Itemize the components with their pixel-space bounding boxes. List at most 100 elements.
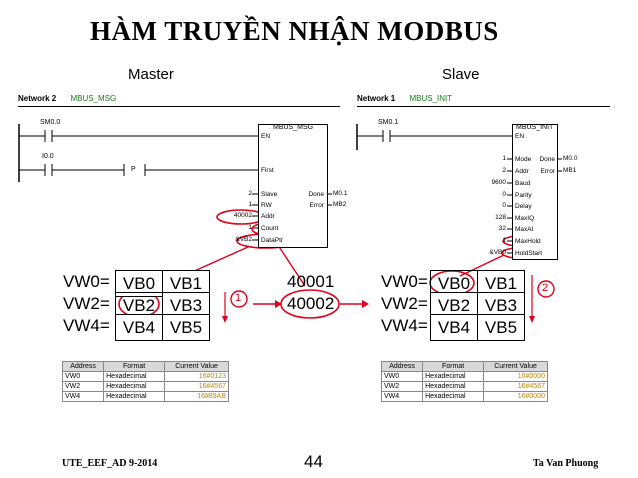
status-slave-format: Hexadecimal bbox=[422, 381, 485, 392]
mbus-msg-val-rw: 1 bbox=[248, 201, 252, 208]
mbus-msg-pin-first: First bbox=[261, 167, 274, 174]
mbus-msg-val-dataptr: &VB2 bbox=[235, 236, 252, 243]
mbus-init-outval-error: MB1 bbox=[563, 167, 577, 174]
mbus-init-val-maxhold: 1 bbox=[502, 237, 506, 244]
mbus-init-val-holdstart: &VB0 bbox=[489, 249, 506, 256]
master-p-coil: P bbox=[131, 166, 136, 173]
page-number: 44 bbox=[304, 452, 323, 471]
status-master-address: VW0 bbox=[61, 371, 105, 382]
status-slave-value: 16#0000 bbox=[483, 391, 548, 402]
mbus-msg-val-count: 1 bbox=[248, 224, 252, 231]
status-master-address: VW2 bbox=[61, 381, 105, 392]
footer-left: UTE_EEF_AD 9-2014 bbox=[62, 458, 158, 469]
mbus-init-val-mode: 1 bbox=[502, 155, 506, 162]
mbus-msg-block[interactable]: MBUS_MSG EN First Slave RW Addr Count Da… bbox=[258, 124, 328, 248]
mbus-init-val-addr: 2 bbox=[502, 167, 506, 174]
status-master-col-value: Current Value bbox=[164, 361, 229, 372]
status-master-col-format: Format bbox=[103, 361, 166, 372]
mbus-msg-out-done: Done bbox=[308, 191, 324, 198]
slide-title: HÀM TRUYỀN NHẬN MODBUS bbox=[90, 16, 499, 46]
mbus-init-pin-maxhold: MaxHold bbox=[515, 238, 541, 245]
master-network-bar: Network 2 MBUS_MSG bbox=[18, 92, 340, 107]
mbus-msg-pin-addr: Addr bbox=[261, 213, 275, 220]
slave-network-bar: Network 1 MBUS_INIT bbox=[357, 92, 610, 107]
status-slave-address: VW0 bbox=[380, 371, 424, 382]
mbus-msg-pin-slave: Slave bbox=[261, 191, 278, 198]
modbus-addr-40002: 40002 bbox=[287, 294, 335, 313]
mbus-msg-outval-error: MB2 bbox=[333, 201, 347, 208]
memmap-right-lo-2: VB5 bbox=[477, 314, 525, 341]
status-slave-format: Hexadecimal bbox=[422, 371, 485, 382]
master-heading: Master bbox=[128, 66, 174, 83]
mbus-msg-outval-done: M0.1 bbox=[333, 190, 348, 197]
memmap-left-reg-2: VW4= bbox=[63, 316, 110, 335]
mbus-init-out-error: Error bbox=[540, 168, 555, 175]
modbus-addr-40001: 40001 bbox=[287, 272, 335, 291]
step-1-label: 1 bbox=[235, 292, 242, 304]
slave-contact-1-label: SM0.1 bbox=[378, 119, 399, 126]
mbus-init-pin-addr: Addr bbox=[515, 168, 529, 175]
status-master-format: Hexadecimal bbox=[103, 371, 166, 382]
slave-network-label: Network 1 bbox=[357, 94, 396, 103]
table-row[interactable]: VW4 Hexadecimal 16#89AB bbox=[61, 391, 229, 402]
memmap-right-hi-2: VB4 bbox=[430, 314, 478, 341]
mbus-init-pin-en: EN bbox=[515, 133, 525, 140]
slave-heading: Slave bbox=[442, 66, 480, 83]
mbus-init-pin-holdstart: HoldStart bbox=[515, 250, 543, 257]
memmap-right-reg-1: VW2= bbox=[381, 294, 428, 313]
table-row[interactable]: VW4 Hexadecimal 16#0000 bbox=[380, 391, 548, 402]
status-master-value: 16#4567 bbox=[164, 381, 229, 392]
mbus-msg-val-addr: 40002 bbox=[233, 212, 252, 219]
mbus-init-val-baud: 9600 bbox=[491, 179, 506, 186]
table-row[interactable]: VW0 Hexadecimal 16#0000 bbox=[380, 371, 548, 382]
status-master-col-address: Address bbox=[61, 361, 105, 372]
status-master-value: 16#89AB bbox=[164, 391, 229, 402]
mbus-init-block-name: MBUS_INIT bbox=[516, 124, 554, 131]
status-slave-col-format: Format bbox=[422, 361, 485, 372]
status-slave-address: VW2 bbox=[380, 381, 424, 392]
mbus-init-val-maxiq: 128 bbox=[495, 214, 506, 221]
status-master-address: VW4 bbox=[61, 391, 105, 402]
mbus-msg-pin-count: Count bbox=[261, 225, 279, 232]
memmap-left-lo-2: VB5 bbox=[162, 314, 210, 341]
master-contact-2-label: I0.0 bbox=[42, 153, 54, 160]
mbus-init-pin-mode: Mode bbox=[515, 156, 532, 163]
mbus-msg-pin-en: EN bbox=[261, 133, 271, 140]
memmap-left-hi-2: VB4 bbox=[115, 314, 163, 341]
memmap-right-hi-1: VB2 bbox=[430, 292, 478, 319]
step-2-label: 2 bbox=[542, 282, 549, 294]
status-slave-value: 16#4567 bbox=[483, 381, 548, 392]
mbus-msg-pin-rw: RW bbox=[261, 202, 272, 209]
status-slave-value: 16#0000 bbox=[483, 371, 548, 382]
status-master-format: Hexadecimal bbox=[103, 381, 166, 392]
slave-network-block: MBUS_INIT bbox=[409, 94, 453, 103]
table-row[interactable]: VW0 Hexadecimal 16#0123 bbox=[61, 371, 229, 382]
status-master-format: Hexadecimal bbox=[103, 391, 166, 402]
master-network-block: MBUS_MSG bbox=[70, 94, 117, 103]
memmap-right-reg-0: VW0= bbox=[381, 272, 428, 291]
mbus-init-outval-done: M0.0 bbox=[563, 155, 578, 162]
mbus-msg-block-name: MBUS_MSG bbox=[273, 124, 314, 131]
status-chart-master[interactable]: Address Format Current Value VW0 Hexadec… bbox=[61, 361, 229, 402]
mbus-init-pin-baud: Baud bbox=[515, 180, 531, 187]
footer-right: Ta Van Phuong bbox=[533, 458, 599, 469]
master-network-label: Network 2 bbox=[18, 94, 57, 103]
mbus-init-pin-maxiq: MaxIQ bbox=[515, 215, 535, 222]
status-master-value: 16#0123 bbox=[164, 371, 229, 382]
status-slave-col-value: Current Value bbox=[483, 361, 548, 372]
table-row[interactable]: VW2 Hexadecimal 16#4567 bbox=[380, 381, 548, 392]
status-slave-col-address: Address bbox=[380, 361, 424, 372]
mbus-msg-val-slave: 2 bbox=[248, 190, 252, 197]
mbus-init-block[interactable]: MBUS_INIT EN Mode Addr Baud Parity Delay… bbox=[512, 124, 558, 260]
status-slave-format: Hexadecimal bbox=[422, 391, 485, 402]
status-slave-address: VW4 bbox=[380, 391, 424, 402]
mbus-init-pin-parity: Parity bbox=[515, 192, 532, 199]
status-chart-slave[interactable]: Address Format Current Value VW0 Hexadec… bbox=[380, 361, 548, 402]
mbus-init-pin-maxai: MaxAI bbox=[515, 226, 534, 233]
mbus-msg-pin-dataptr: DataPtr bbox=[261, 237, 284, 244]
mbus-init-val-delay: 0 bbox=[502, 202, 506, 209]
master-contact-1-label: SM0.0 bbox=[40, 119, 61, 126]
table-row[interactable]: VW2 Hexadecimal 16#4567 bbox=[61, 381, 229, 392]
mbus-init-val-maxai: 32 bbox=[498, 225, 506, 232]
mbus-msg-out-error: Error bbox=[309, 202, 324, 209]
